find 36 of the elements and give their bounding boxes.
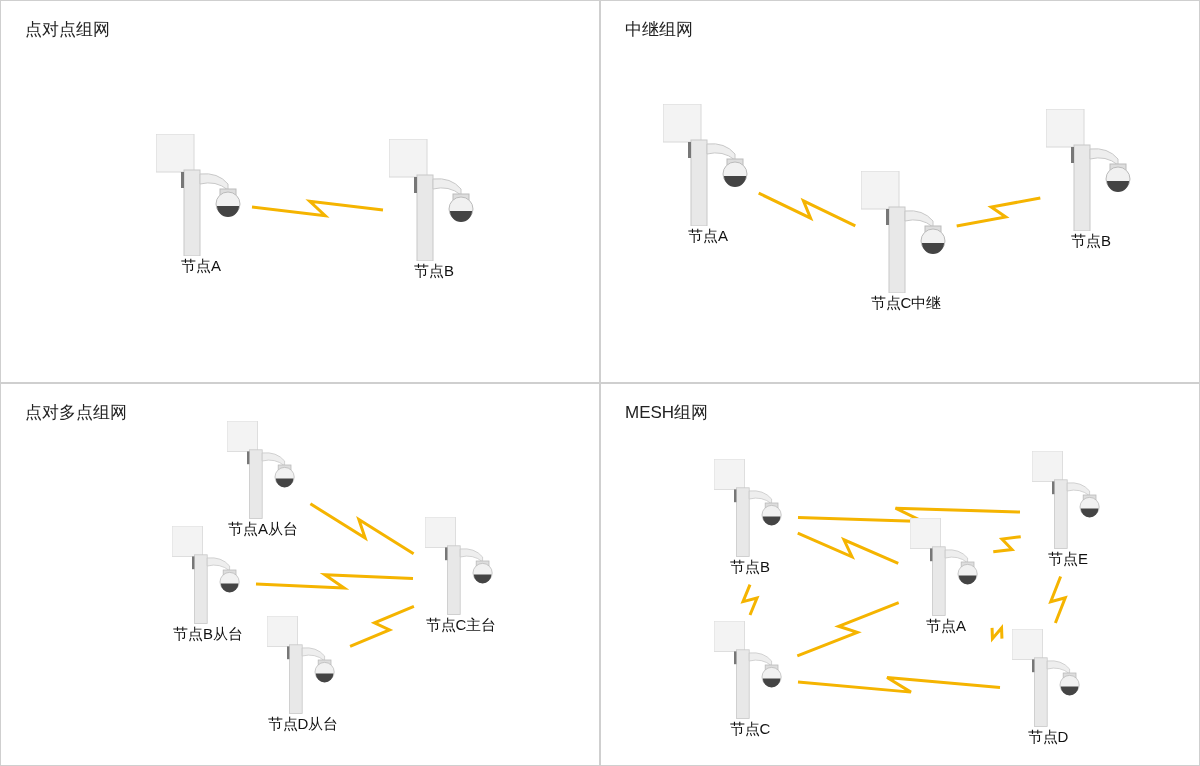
wireless-link <box>990 624 1004 643</box>
wireless-link <box>797 506 1021 523</box>
node-label: 节点C中继 <box>870 293 942 313</box>
node-label: 节点D <box>1027 726 1069 747</box>
node-label: 节点B <box>1071 231 1111 251</box>
node-label: 节点A <box>926 615 966 636</box>
wireless-link <box>251 199 384 218</box>
wireless-link <box>956 196 1041 228</box>
wireless-link <box>797 531 899 565</box>
node-label: 节点C主台 <box>425 614 497 635</box>
node-label: 节点E <box>1048 548 1088 569</box>
node-label: 节点B <box>414 261 454 281</box>
panel <box>0 383 600 766</box>
wireless-link <box>758 191 856 228</box>
node-label: 节点D从台 <box>267 713 339 734</box>
wireless-link <box>993 535 1021 554</box>
node-label: 节点C <box>729 718 771 739</box>
wireless-link <box>349 604 415 648</box>
panel <box>600 383 1200 766</box>
panel-title: 点对多点组网 <box>25 402 127 424</box>
panel <box>600 0 1200 383</box>
wireless-link <box>796 601 900 658</box>
wireless-link <box>797 676 1001 694</box>
wireless-link <box>309 502 415 556</box>
wireless-link <box>740 584 760 616</box>
wireless-link <box>255 572 414 590</box>
node-label: 节点B从台 <box>173 623 243 644</box>
node-label: 节点B <box>730 556 770 577</box>
panel-title: 点对点组网 <box>25 19 110 41</box>
panel-title: 中继组网 <box>625 19 693 41</box>
node-label: 节点A <box>688 226 728 246</box>
node-label: 节点A <box>181 256 221 276</box>
node-label: 节点A从台 <box>228 518 298 539</box>
wireless-link <box>1048 576 1068 624</box>
panel <box>0 0 600 383</box>
panel-title: MESH组网 <box>625 402 709 424</box>
